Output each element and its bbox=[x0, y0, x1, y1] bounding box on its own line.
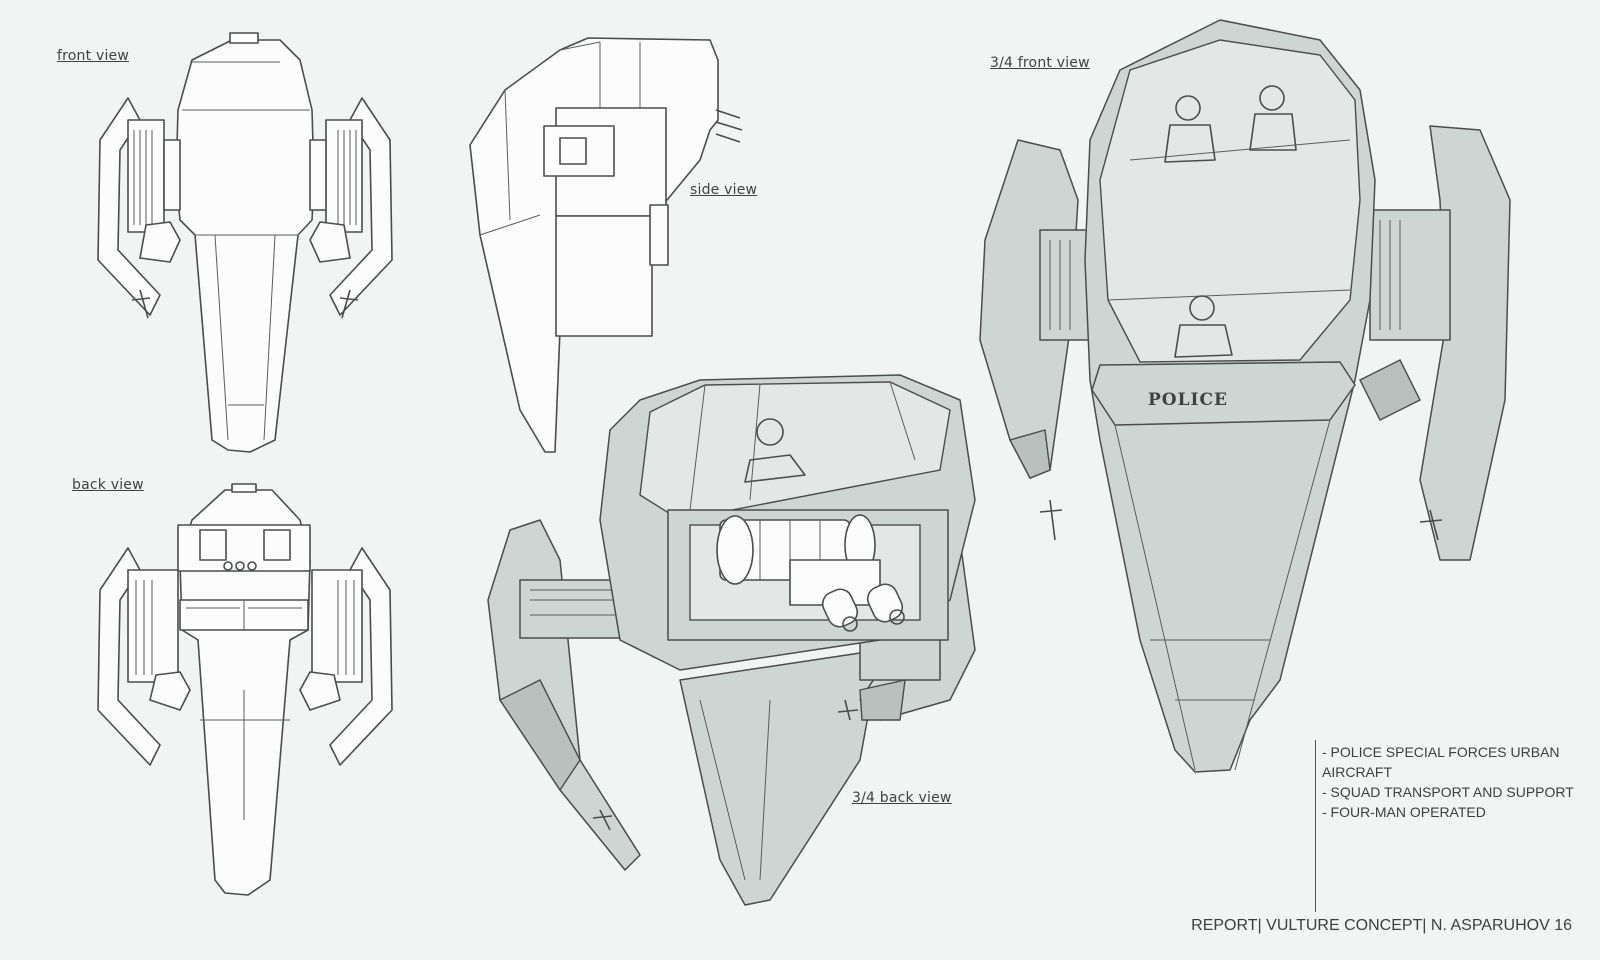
back-view-label: back view bbox=[72, 477, 144, 493]
three-quarter-back-view-label: 3/4 back view bbox=[852, 790, 952, 806]
side-view-drawing bbox=[469, 37, 743, 453]
footer-credit: REPORT| VULTURE CONCEPT| N. ASPARUHOV 16 bbox=[1191, 917, 1572, 934]
front-view-label: front view bbox=[57, 48, 129, 64]
note-line: - FOUR-MAN OPERATED bbox=[1322, 804, 1486, 820]
back-view-drawing bbox=[97, 483, 393, 896]
three-quarter-front-view-label: 3/4 front view bbox=[990, 55, 1090, 71]
police-decal: POLICE bbox=[1148, 390, 1228, 410]
side-view-label: side view bbox=[690, 182, 758, 198]
note-line: - POLICE SPECIAL FORCES URBAN AIRCRAFT bbox=[1322, 744, 1560, 780]
three-quarter-front-drawing: POLICE bbox=[979, 19, 1511, 773]
note-line: - SQUAD TRANSPORT AND SUPPORT bbox=[1322, 784, 1574, 800]
front-view-drawing bbox=[97, 32, 393, 453]
three-quarter-back-drawing bbox=[487, 374, 976, 906]
spec-notes: - POLICE SPECIAL FORCES URBAN AIRCRAFT -… bbox=[1315, 740, 1592, 912]
